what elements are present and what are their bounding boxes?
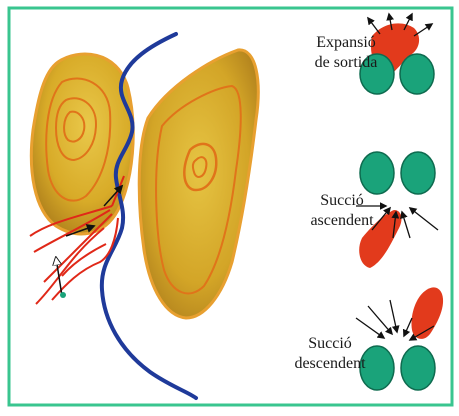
schema-succio-descendent: [356, 287, 443, 390]
left-particle-dot: [60, 292, 66, 298]
right-grain: [139, 50, 258, 318]
label-expansio-line2: de sortida: [297, 53, 395, 73]
label-succio-asc-line2: ascendent: [300, 211, 384, 231]
label-expansio-line1: Expansió: [300, 33, 392, 53]
label-succio-asc-line1: Succió: [312, 191, 372, 211]
left-grain: [31, 54, 133, 234]
label-succio-desc-line2: descendent: [290, 354, 370, 374]
label-succio-desc-line1: Succió: [300, 334, 360, 354]
